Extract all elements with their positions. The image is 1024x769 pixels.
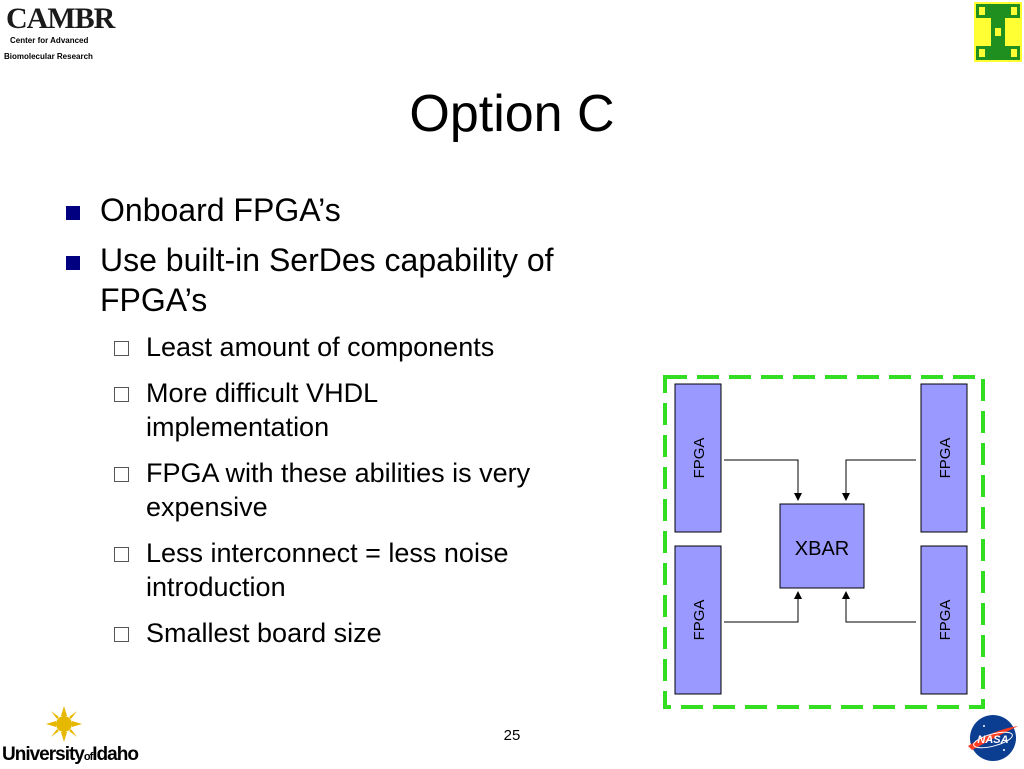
cambr-logo: CAMBR Center for Advanced Biomolecular R…: [2, 2, 115, 62]
cambr-logo-line1: Center for Advanced: [10, 36, 89, 45]
sub-bullet-item: Least amount of components: [64, 330, 644, 364]
i-beam-logo-icon: [974, 2, 1022, 62]
fpga-label: FPGA: [691, 438, 708, 479]
fpga-block-bottom-left: [674, 545, 722, 695]
square-bullet-icon: [66, 256, 80, 270]
sub-bullet-text: More difficult VHDL implementation: [146, 378, 378, 442]
fpga-block-top-right: [920, 383, 968, 533]
bullet-list: Onboard FPGA’s Use built-in SerDes capab…: [64, 190, 644, 662]
dashed-border: [663, 375, 985, 709]
fpga-label: FPGA: [691, 600, 708, 641]
sub-bullet-item: Smallest board size: [64, 616, 644, 650]
fpga-xbar-diagram: FPGA FPGA FPGA FPGA XBAR: [660, 372, 990, 712]
hollow-square-bullet-icon: [114, 547, 129, 562]
hollow-square-bullet-icon: [114, 387, 129, 402]
connector-arrow: [724, 591, 802, 623]
hollow-square-bullet-icon: [114, 627, 129, 642]
university-logo-text: UniversityofIdaho: [2, 744, 139, 765]
fpga-label: FPGA: [937, 438, 954, 479]
bullet-item: Onboard FPGA’s: [64, 190, 644, 230]
hollow-square-bullet-icon: [114, 467, 129, 482]
sub-bullet-text: FPGA with these abilities is very expens…: [146, 458, 531, 522]
fpga-block-bottom-right: [920, 545, 968, 695]
connector-arrow: [724, 459, 802, 501]
page-number: 25: [503, 727, 521, 744]
nasa-logo-icon: NASA: [964, 712, 1022, 764]
cambr-logo-line2: Biomolecular Research: [4, 52, 93, 61]
university-of-idaho-logo: UniversityofIdaho: [0, 704, 139, 768]
fpga-block-top-left: [674, 383, 722, 533]
svg-text:NASA: NASA: [977, 734, 1008, 746]
bullet-text: Onboard FPGA’s: [100, 192, 341, 228]
square-bullet-icon: [66, 206, 80, 220]
hollow-square-bullet-icon: [114, 341, 129, 356]
slide-title: Option C: [409, 85, 615, 143]
sub-bullet-item: FPGA with these abilities is very expens…: [64, 456, 566, 524]
bullet-text: Use built-in SerDes capability of FPGA’s: [100, 242, 554, 318]
sub-bullet-text: Least amount of components: [146, 332, 495, 362]
xbar-block: [779, 503, 865, 589]
sub-bullet-text: Less interconnect = less noise introduct…: [146, 538, 509, 602]
sub-bullet-item: More difficult VHDL implementation: [64, 376, 506, 444]
bullet-item: Use built-in SerDes capability of FPGA’s: [64, 240, 644, 320]
sub-bullet-item: Less interconnect = less noise introduct…: [64, 536, 616, 604]
sub-bullet-text: Smallest board size: [146, 618, 382, 648]
fpga-label: FPGA: [937, 600, 954, 641]
connector-arrow: [842, 459, 916, 501]
sun-emblem-icon: [46, 706, 82, 742]
xbar-label: XBAR: [795, 538, 849, 560]
connector-arrow: [842, 591, 916, 623]
cambr-wordmark: CAMBR: [6, 2, 115, 35]
